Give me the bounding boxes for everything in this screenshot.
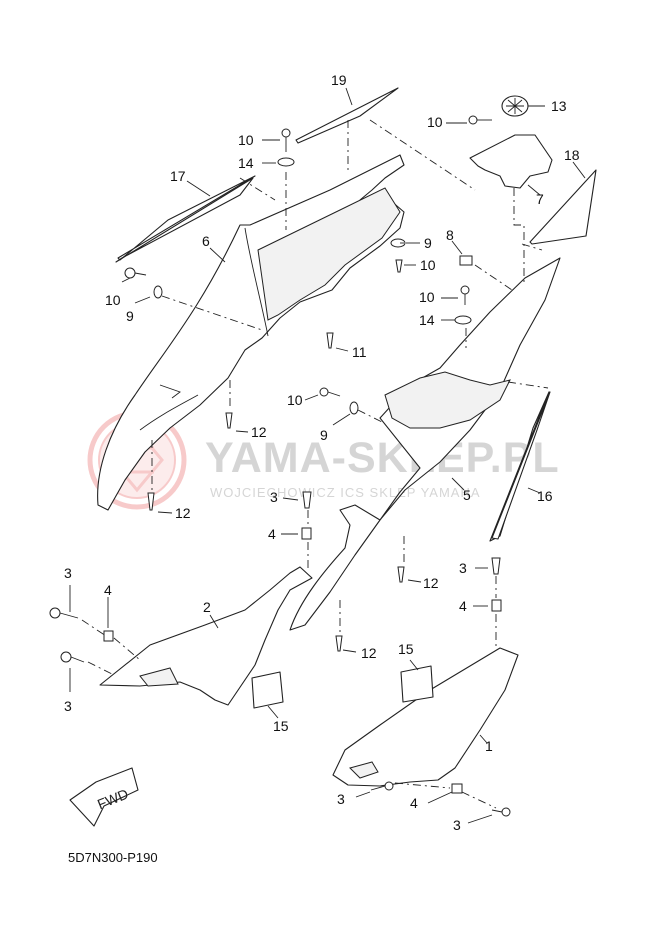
- callout-14: 14: [419, 312, 435, 328]
- part-5-side-cover-right: [289, 257, 561, 631]
- part-19-decal: [295, 87, 399, 144]
- callout-10: 10: [105, 292, 121, 308]
- part-6-inner-panel: [257, 187, 401, 321]
- assembly-lines: [81, 119, 549, 809]
- callout-18: 18: [564, 147, 580, 163]
- callout-4: 4: [104, 582, 112, 598]
- callout-16: 16: [537, 488, 553, 504]
- callout-4: 4: [459, 598, 467, 614]
- callout-4: 4: [268, 526, 276, 542]
- callout-3: 3: [270, 489, 278, 505]
- callout-2: 2: [203, 599, 211, 615]
- callout-9: 9: [126, 308, 134, 324]
- callout-1: 1: [485, 738, 493, 754]
- callout-15: 15: [398, 641, 414, 657]
- callout-14: 14: [238, 155, 254, 171]
- part-2-lower-panel-left: [99, 566, 313, 706]
- leader-lines: [69, 87, 586, 824]
- part-17-decal-body: [115, 177, 254, 263]
- callout-10: 10: [420, 257, 436, 273]
- part-15-pad-b: [400, 665, 434, 703]
- part-18-decal: [529, 169, 597, 245]
- callout-8: 8: [446, 227, 454, 243]
- callout-19: 19: [331, 72, 347, 88]
- callout-15: 15: [273, 718, 289, 734]
- watermark-main-text: YAMA-SKLEP.PL: [205, 434, 560, 482]
- callout-5: 5: [463, 487, 471, 503]
- callout-12: 12: [361, 645, 377, 661]
- callout-17: 17: [170, 168, 186, 184]
- callout-3: 3: [459, 560, 467, 576]
- callout-12: 12: [423, 575, 439, 591]
- callout-7: 7: [536, 191, 544, 207]
- part-15-pad-a: [251, 671, 284, 709]
- part-7-bracket: [469, 134, 553, 189]
- callout-3: 3: [64, 698, 72, 714]
- callout-9: 9: [424, 235, 432, 251]
- callout-9: 9: [320, 427, 328, 443]
- callout-10: 10: [287, 392, 303, 408]
- part-2-vent: [139, 667, 179, 687]
- callout-10: 10: [238, 132, 254, 148]
- part-16-decal-body: [491, 391, 551, 540]
- callouts: 19 13 10 10 14 17 18 7 6 9 8 10 10 9 10 …: [64, 72, 580, 833]
- callout-12: 12: [251, 424, 267, 440]
- callout-10: 10: [427, 114, 443, 130]
- part-1-vent: [349, 761, 379, 779]
- callout-12: 12: [175, 505, 191, 521]
- callout-3: 3: [64, 565, 72, 581]
- watermark-sub-text: WOJCIECHOWICZ ICS SKLEP YAMAHA: [210, 485, 481, 500]
- hardware: [49, 115, 511, 817]
- fwd-arrow: FWD: [69, 767, 139, 827]
- callout-6: 6: [202, 233, 210, 249]
- callout-4: 4: [410, 795, 418, 811]
- diagram-code: 5D7N300-P190: [68, 850, 158, 865]
- callout-3: 3: [337, 791, 345, 807]
- callout-11: 11: [352, 344, 367, 360]
- callout-13: 13: [551, 98, 567, 114]
- callout-3: 3: [453, 817, 461, 833]
- part-5-inner-panel: [384, 371, 511, 429]
- callout-10: 10: [419, 289, 435, 305]
